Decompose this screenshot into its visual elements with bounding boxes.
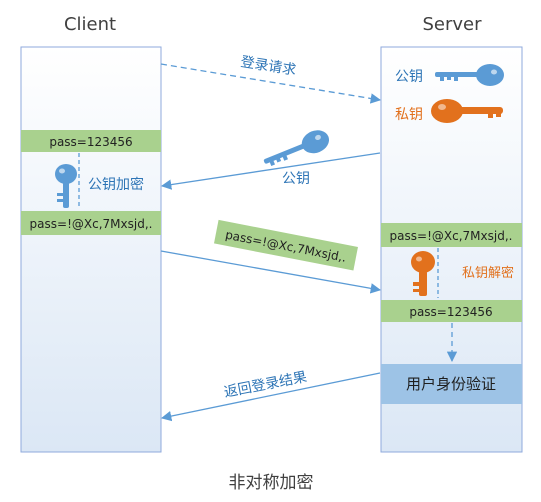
server-encrypted-password-text: pass=!@Xc,7Mxsjd,. <box>390 229 513 243</box>
server-plain-password-text: pass=123456 <box>409 305 492 319</box>
server-public-key-label: 公钥 <box>395 69 423 85</box>
public-key-icon <box>435 64 504 86</box>
return-result-arrow <box>160 372 381 422</box>
server-private-key-label: 私钥 <box>395 107 423 123</box>
server-private-key-icon <box>411 251 435 296</box>
client-plain-password-text: pass=123456 <box>49 135 132 149</box>
private-key-icon <box>431 99 503 123</box>
public-key-transfer-label: 公钥 <box>282 171 310 187</box>
encrypted-transfer-arrow <box>160 250 382 294</box>
diagram-caption: 非对称加密 <box>229 473 314 493</box>
user-auth-text: 用户身份验证 <box>406 375 496 393</box>
client-title: Client <box>64 14 116 35</box>
client-plain-password-box <box>21 130 161 152</box>
client-public-key-icon <box>55 164 77 208</box>
client-column <box>20 46 162 453</box>
public-key-encrypt-label: 公钥加密 <box>88 176 144 193</box>
client-encrypted-password-text: pass=!@Xc,7Mxsjd,. <box>30 217 153 231</box>
server-title: Server <box>422 14 482 35</box>
login-request-label: 登录请求 <box>239 54 297 79</box>
public-key-arrow <box>160 152 381 190</box>
server-encrypted-password-box <box>381 223 522 247</box>
private-key-decrypt-label: 私钥解密 <box>462 265 514 281</box>
transfer-ciphertext-tag: pass=!@Xc,7Mxsjd,. <box>213 219 358 271</box>
user-auth-box <box>381 364 522 404</box>
login-request-arrow <box>160 63 382 104</box>
client-encrypted-password-box <box>21 211 161 235</box>
server-plain-password-box <box>381 300 522 322</box>
transfer-public-key-icon <box>263 130 330 167</box>
